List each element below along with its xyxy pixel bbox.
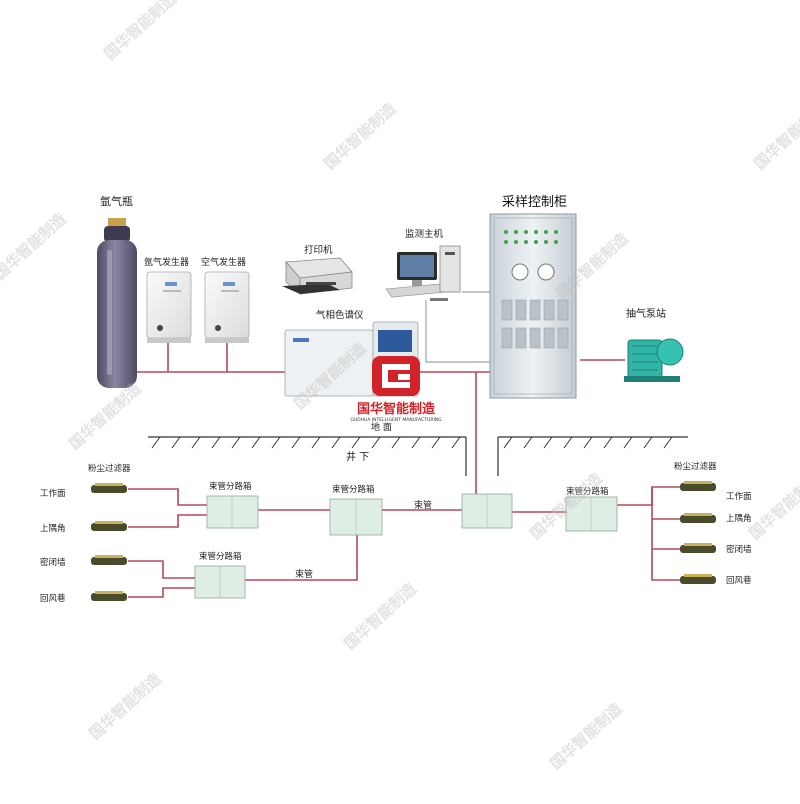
argon-bottle-label: 氩气瓶 <box>100 194 133 208</box>
watermark-12: 国华智能制造 <box>547 699 626 773</box>
dust-filter-left-4 <box>91 591 127 601</box>
dust-filter-left-1 <box>91 483 127 493</box>
ground-line-right <box>497 436 688 476</box>
left-point-4: 回风巷 <box>40 594 66 604</box>
control-cabinet-label: 采样控制柜 <box>502 195 567 210</box>
dust-filter-right-3 <box>680 543 716 553</box>
right-point-1: 工作面 <box>726 491 752 502</box>
dust-filter-left-2 <box>91 521 127 531</box>
splitter-4-label: 束管分路箱 <box>566 486 609 497</box>
air-generator-label: 空气发生器 <box>201 256 246 268</box>
monitor-host-label: 监测主机 <box>405 228 444 240</box>
brand-logo <box>372 356 420 396</box>
right-point-2: 上隅角 <box>726 513 752 524</box>
dust-filter-right-2 <box>680 513 716 523</box>
monitor-host <box>385 245 461 301</box>
ground-line-left <box>148 436 467 476</box>
pump-station <box>624 338 684 382</box>
printer <box>282 257 353 295</box>
pipe-filter-r1 <box>617 486 680 506</box>
watermark-11: 国华智能制造 <box>86 669 165 743</box>
pipe-filter-l4 <box>128 587 195 598</box>
tube-label-2: 束管 <box>295 568 313 580</box>
data-cables <box>425 291 490 363</box>
splitter-2-label: 束管分路箱 <box>332 484 375 495</box>
pump-station-label: 抽气泵站 <box>626 307 666 320</box>
right-point-3: 密闭墙 <box>726 544 752 555</box>
dust-filter-left-3 <box>91 555 127 565</box>
right-point-4: 回风巷 <box>726 576 752 586</box>
left-point-1: 工作面 <box>40 488 66 499</box>
splitter-1-label: 束管分路箱 <box>209 481 252 492</box>
pipe-splitter-2-down <box>245 535 358 581</box>
cable-host-to-gc <box>425 300 490 363</box>
dust-filter-left-group <box>91 483 127 601</box>
dust-filter-right-4 <box>680 574 716 584</box>
left-point-2: 上隅角 <box>40 523 66 534</box>
argon-generator <box>146 271 192 343</box>
tube-label-1: 束管 <box>414 499 432 511</box>
splitter-box-1 <box>206 495 259 529</box>
argon-generator-label: 氩气发生器 <box>144 256 189 268</box>
left-point-3: 密闭墙 <box>40 557 66 568</box>
watermark-7: 国华智能制造 <box>66 379 145 453</box>
watermark-3: 国华智能制造 <box>751 99 800 173</box>
pipe-filter-l3 <box>128 560 195 579</box>
watermark-2: 国华智能制造 <box>321 99 400 173</box>
pipe-filter-l1 <box>128 488 207 506</box>
sampling-control-cabinet <box>489 213 577 399</box>
watermark-4: 国华智能制造 <box>0 209 70 283</box>
printer-label: 打印机 <box>304 244 333 256</box>
gas-chromatograph-label: 气相色谱仪 <box>316 309 364 321</box>
splitter-3-label: 束管分路箱 <box>199 551 242 562</box>
splitter-box-4 <box>565 496 618 532</box>
dust-filter-right-1 <box>680 481 716 491</box>
pipe-network <box>126 343 680 598</box>
pipe-filter-l2 <box>128 514 207 528</box>
ground-label: 地 面 <box>371 421 392 433</box>
argon-bottle <box>97 218 137 388</box>
splitter-box-2 <box>329 498 383 536</box>
watermark-10: 国华智能制造 <box>341 579 420 653</box>
dust-filter-right-group <box>680 481 716 584</box>
dust-filter-right-label: 粉尘过滤器 <box>674 461 717 472</box>
splitter-box-center <box>461 493 513 529</box>
watermark-1: 国华智能制造 <box>101 0 180 63</box>
air-generator <box>204 271 250 343</box>
dust-filter-left-label: 粉尘过滤器 <box>88 463 131 474</box>
pipe-filter-r4 <box>651 487 680 581</box>
splitter-box-3 <box>194 565 246 599</box>
underground-label: 井 下 <box>346 450 369 463</box>
brand-subtitle: GUOHUA INTELLIGENT MANUFACTURING <box>350 417 442 423</box>
watermark-9: 国华智能制造 <box>746 469 800 543</box>
brand-name: 国华智能制造 <box>357 401 436 417</box>
